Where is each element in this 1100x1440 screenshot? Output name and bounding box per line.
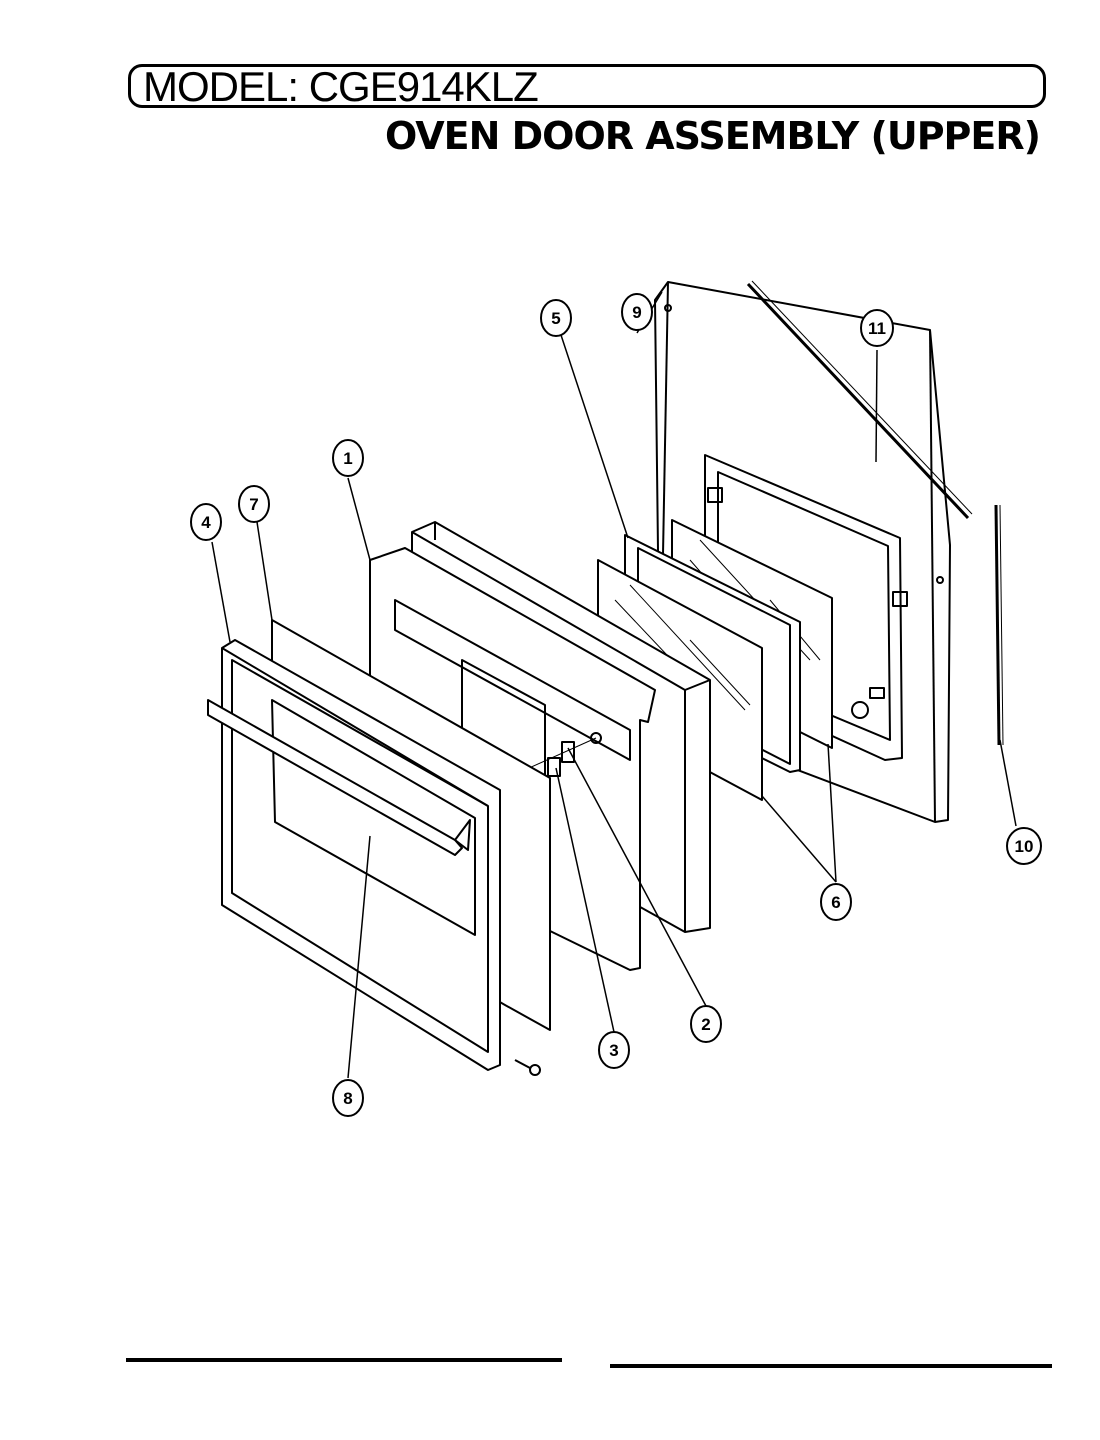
part-10-side-rod xyxy=(994,504,1004,746)
callout-6-circle xyxy=(820,883,852,921)
callout-5-label: 5 xyxy=(551,309,560,328)
callout-1-circle xyxy=(332,439,364,477)
callout-9-label: 9 xyxy=(632,303,641,322)
callout-6-label: 6 xyxy=(831,893,840,912)
callout-3-circle xyxy=(598,1031,630,1069)
callout-1-label: 1 xyxy=(343,449,352,468)
callout-8-circle xyxy=(332,1079,364,1117)
callout-11-circle xyxy=(860,309,894,347)
footer-rule-left xyxy=(126,1358,562,1362)
footer-rule-right xyxy=(610,1364,1052,1368)
page-title: OVEN DOOR ASSEMBLY (UPPER) xyxy=(384,114,1041,158)
part-8-handle xyxy=(207,699,471,856)
callout-8-label: 8 xyxy=(343,1089,352,1108)
callout-4-label: 4 xyxy=(201,513,211,532)
callout-10-circle xyxy=(1006,827,1042,865)
callout-9-circle xyxy=(621,293,653,331)
callout-2-label: 2 xyxy=(701,1015,710,1034)
callout-5-circle xyxy=(540,299,572,337)
model-box: MODEL: CGE914KLZ xyxy=(128,63,1046,110)
callout-4-circle xyxy=(190,503,222,541)
callout-2-circle xyxy=(690,1005,722,1043)
callout-7-circle xyxy=(238,485,270,523)
callout-7-label: 7 xyxy=(249,495,258,514)
model-label: MODEL: CGE914KLZ xyxy=(143,63,539,110)
callout-11-label: 11 xyxy=(868,319,886,338)
callout-3-label: 3 xyxy=(609,1041,618,1060)
frame-screw xyxy=(514,1059,541,1076)
callout-10-label: 10 xyxy=(1015,837,1034,856)
part-11-top-rod xyxy=(746,280,973,520)
